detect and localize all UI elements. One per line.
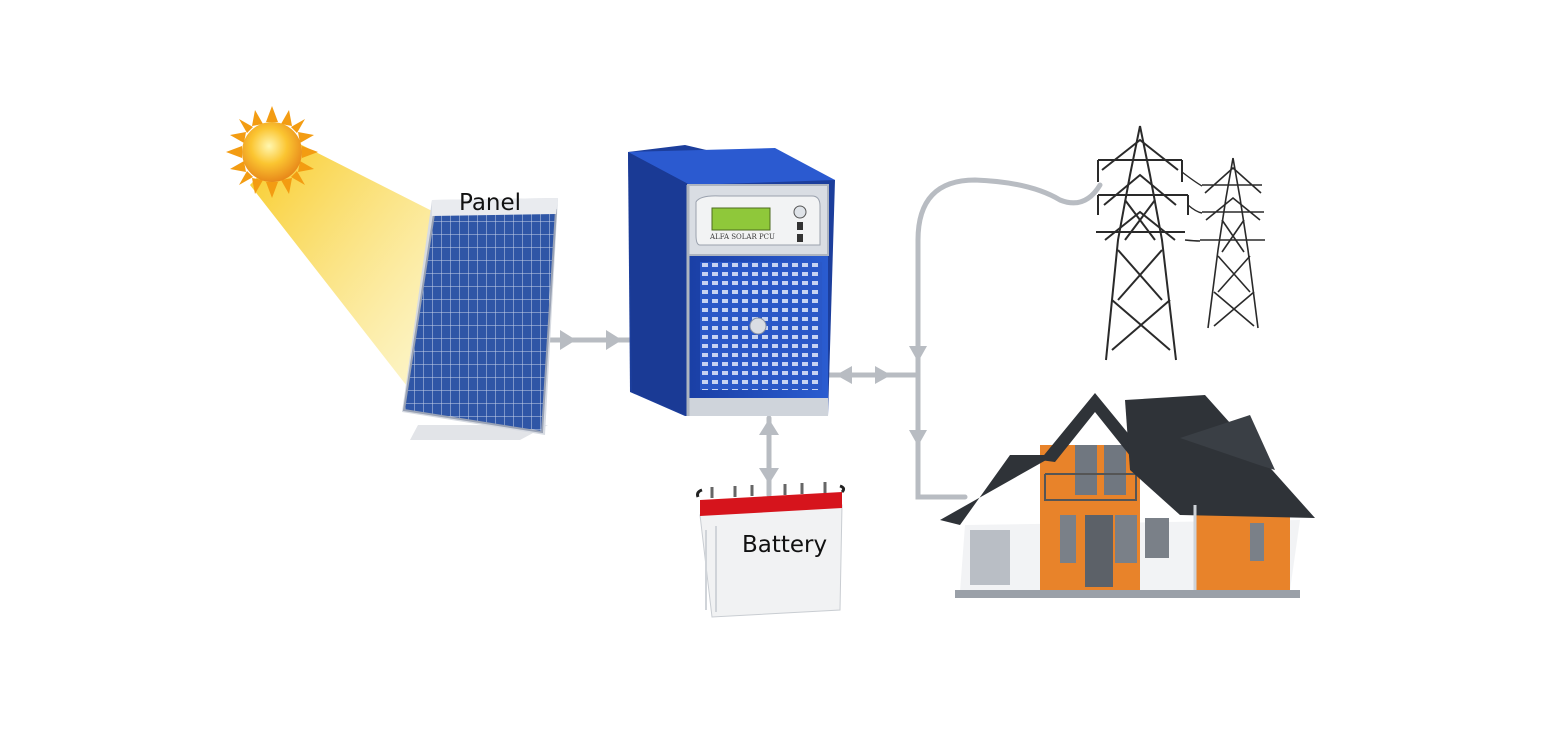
arrow-icon: [909, 430, 927, 446]
arrow-icon: [875, 366, 891, 384]
power-tower-icon: [1096, 125, 1189, 361]
inverter-icon: [628, 145, 835, 416]
connector-grid-line: [915, 177, 1103, 378]
arrow-icon: [560, 330, 576, 350]
battery-label: Battery: [742, 532, 828, 558]
battery-icon: [696, 482, 846, 618]
arrowheads: [560, 330, 927, 484]
power-lines: [1181, 171, 1203, 242]
arrow-icon: [606, 330, 622, 350]
inverter-brand-label: ALFA SOLAR PCU: [710, 233, 775, 241]
arrow-icon: [759, 468, 779, 484]
power-tower-icon: [1200, 157, 1265, 329]
solar-panel-icon: [402, 198, 558, 440]
arrow-icon: [836, 366, 852, 384]
connector-house-line: [915, 372, 968, 500]
arrow-icon: [909, 346, 927, 362]
arrow-icon: [759, 419, 779, 435]
sun-beam: [250, 140, 440, 390]
house-icon: [940, 393, 1315, 598]
panel-label: Panel: [459, 190, 522, 216]
sun-icon: [226, 106, 318, 198]
